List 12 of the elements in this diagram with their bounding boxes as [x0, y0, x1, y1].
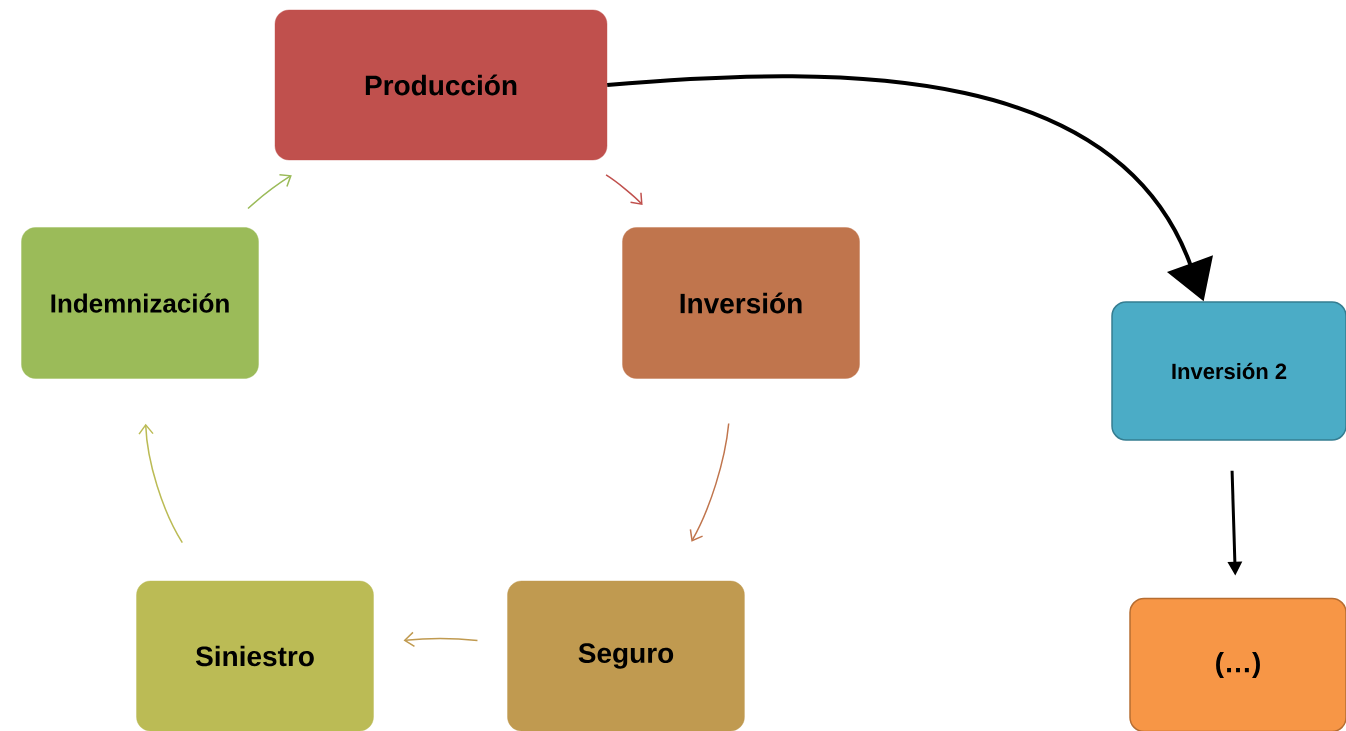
process-box: Siniestro	[136, 580, 374, 731]
process-box: Inversión	[622, 227, 860, 379]
process-box: (…)	[1129, 597, 1346, 731]
process-box: Inversión 2	[1111, 301, 1346, 441]
arrow	[138, 423, 184, 544]
arrow	[605, 174, 643, 206]
process-box: Producción	[274, 9, 608, 161]
process-box: Seguro	[507, 580, 745, 731]
arrow	[403, 631, 479, 648]
process-box: Indemnización	[21, 227, 259, 379]
arrow	[689, 422, 730, 542]
arrow	[247, 173, 292, 210]
